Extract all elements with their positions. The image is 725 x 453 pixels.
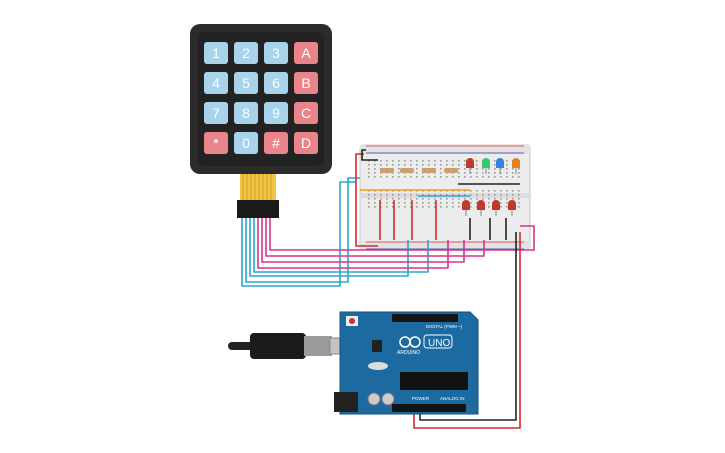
led-bottom-3[interactable] — [492, 200, 500, 216]
keypad-key-label: C — [301, 105, 311, 121]
resistors — [380, 168, 458, 173]
usb-cable[interactable] — [228, 333, 357, 359]
keypad-key-D[interactable]: D — [294, 132, 318, 154]
keypad-key-label: 7 — [212, 105, 220, 121]
keypad-key-label: 2 — [242, 45, 250, 61]
keypad-4x4[interactable]: 1 2 3 A 4 5 6 B 7 8 9 C * 0 # D — [190, 24, 332, 218]
led-row-top — [466, 158, 520, 174]
keypad-key-label: 9 — [272, 105, 280, 121]
keypad-key-#[interactable]: # — [264, 132, 288, 154]
keypad-key-label: 6 — [272, 75, 280, 91]
keypad-key-A[interactable]: A — [294, 42, 318, 64]
led-top-1[interactable] — [466, 158, 474, 174]
wire-black-top — [361, 149, 378, 161]
wire-blue-2 — [245, 177, 360, 283]
wire-magenta-1 — [257, 218, 449, 269]
wire-power-red — [413, 232, 521, 429]
wire-magenta-3 — [265, 218, 485, 257]
power-pins-label: POWER — [412, 396, 430, 401]
arduino-brand-label: ARDUINO — [397, 350, 420, 356]
wire-magenta-4 — [269, 218, 535, 251]
digital-pins-label: DIGITAL (PWM ~) — [426, 324, 463, 329]
wire-red-left — [355, 153, 378, 247]
keypad-key-label: 1 — [212, 45, 220, 61]
keypad-key-*[interactable]: * — [204, 132, 228, 154]
keypad-key-2[interactable]: 2 — [234, 42, 258, 64]
keypad-key-9[interactable]: 9 — [264, 102, 288, 124]
keypad-key-label: 5 — [242, 75, 250, 91]
keypad-key-label: A — [301, 45, 311, 61]
keypad-key-label: 3 — [272, 45, 280, 61]
keypad-key-5[interactable]: 5 — [234, 72, 258, 94]
led-bottom-2[interactable] — [477, 200, 485, 216]
keypad-key-8[interactable]: 8 — [234, 102, 258, 124]
keypad-key-1[interactable]: 1 — [204, 42, 228, 64]
led-bottom-1[interactable] — [462, 200, 470, 216]
keypad-key-7[interactable]: 7 — [204, 102, 228, 124]
led-row-bottom — [462, 200, 516, 216]
keypad-key-C[interactable]: C — [294, 102, 318, 124]
led-bottom-4[interactable] — [508, 200, 516, 216]
wire-magenta-2 — [261, 218, 465, 263]
keypad-key-label: # — [272, 135, 280, 151]
keypad-key-label: 4 — [212, 75, 220, 91]
led-top-4[interactable] — [512, 158, 520, 174]
wire-blue-3 — [249, 218, 409, 277]
keypad-key-label: B — [301, 75, 310, 91]
keypad-key-6[interactable]: 6 — [264, 72, 288, 94]
keypad-header — [237, 200, 279, 218]
keypad-key-0[interactable]: 0 — [234, 132, 258, 154]
keypad-key-B[interactable]: B — [294, 72, 318, 94]
keypad-key-label: 0 — [242, 135, 250, 151]
keypad-key-4[interactable]: 4 — [204, 72, 228, 94]
wire-blue-1 — [241, 181, 356, 287]
keypad-key-3[interactable]: 3 — [264, 42, 288, 64]
arduino-uno-label: UNO — [428, 338, 450, 349]
led-top-2[interactable] — [482, 158, 490, 174]
led-top-3[interactable] — [496, 158, 504, 174]
analog-pins-label: ANALOG IN — [440, 396, 465, 401]
keypad-key-label: * — [213, 135, 219, 151]
keypad-key-label: D — [301, 135, 311, 151]
arduino-logo-icon — [399, 336, 421, 348]
arduino-uno-board[interactable]: UNO ARDUINO DIGITAL (PWM ~) ANALOG IN PO… — [334, 311, 479, 415]
keypad-key-label: 8 — [242, 105, 250, 121]
breadboard[interactable] — [359, 144, 531, 251]
